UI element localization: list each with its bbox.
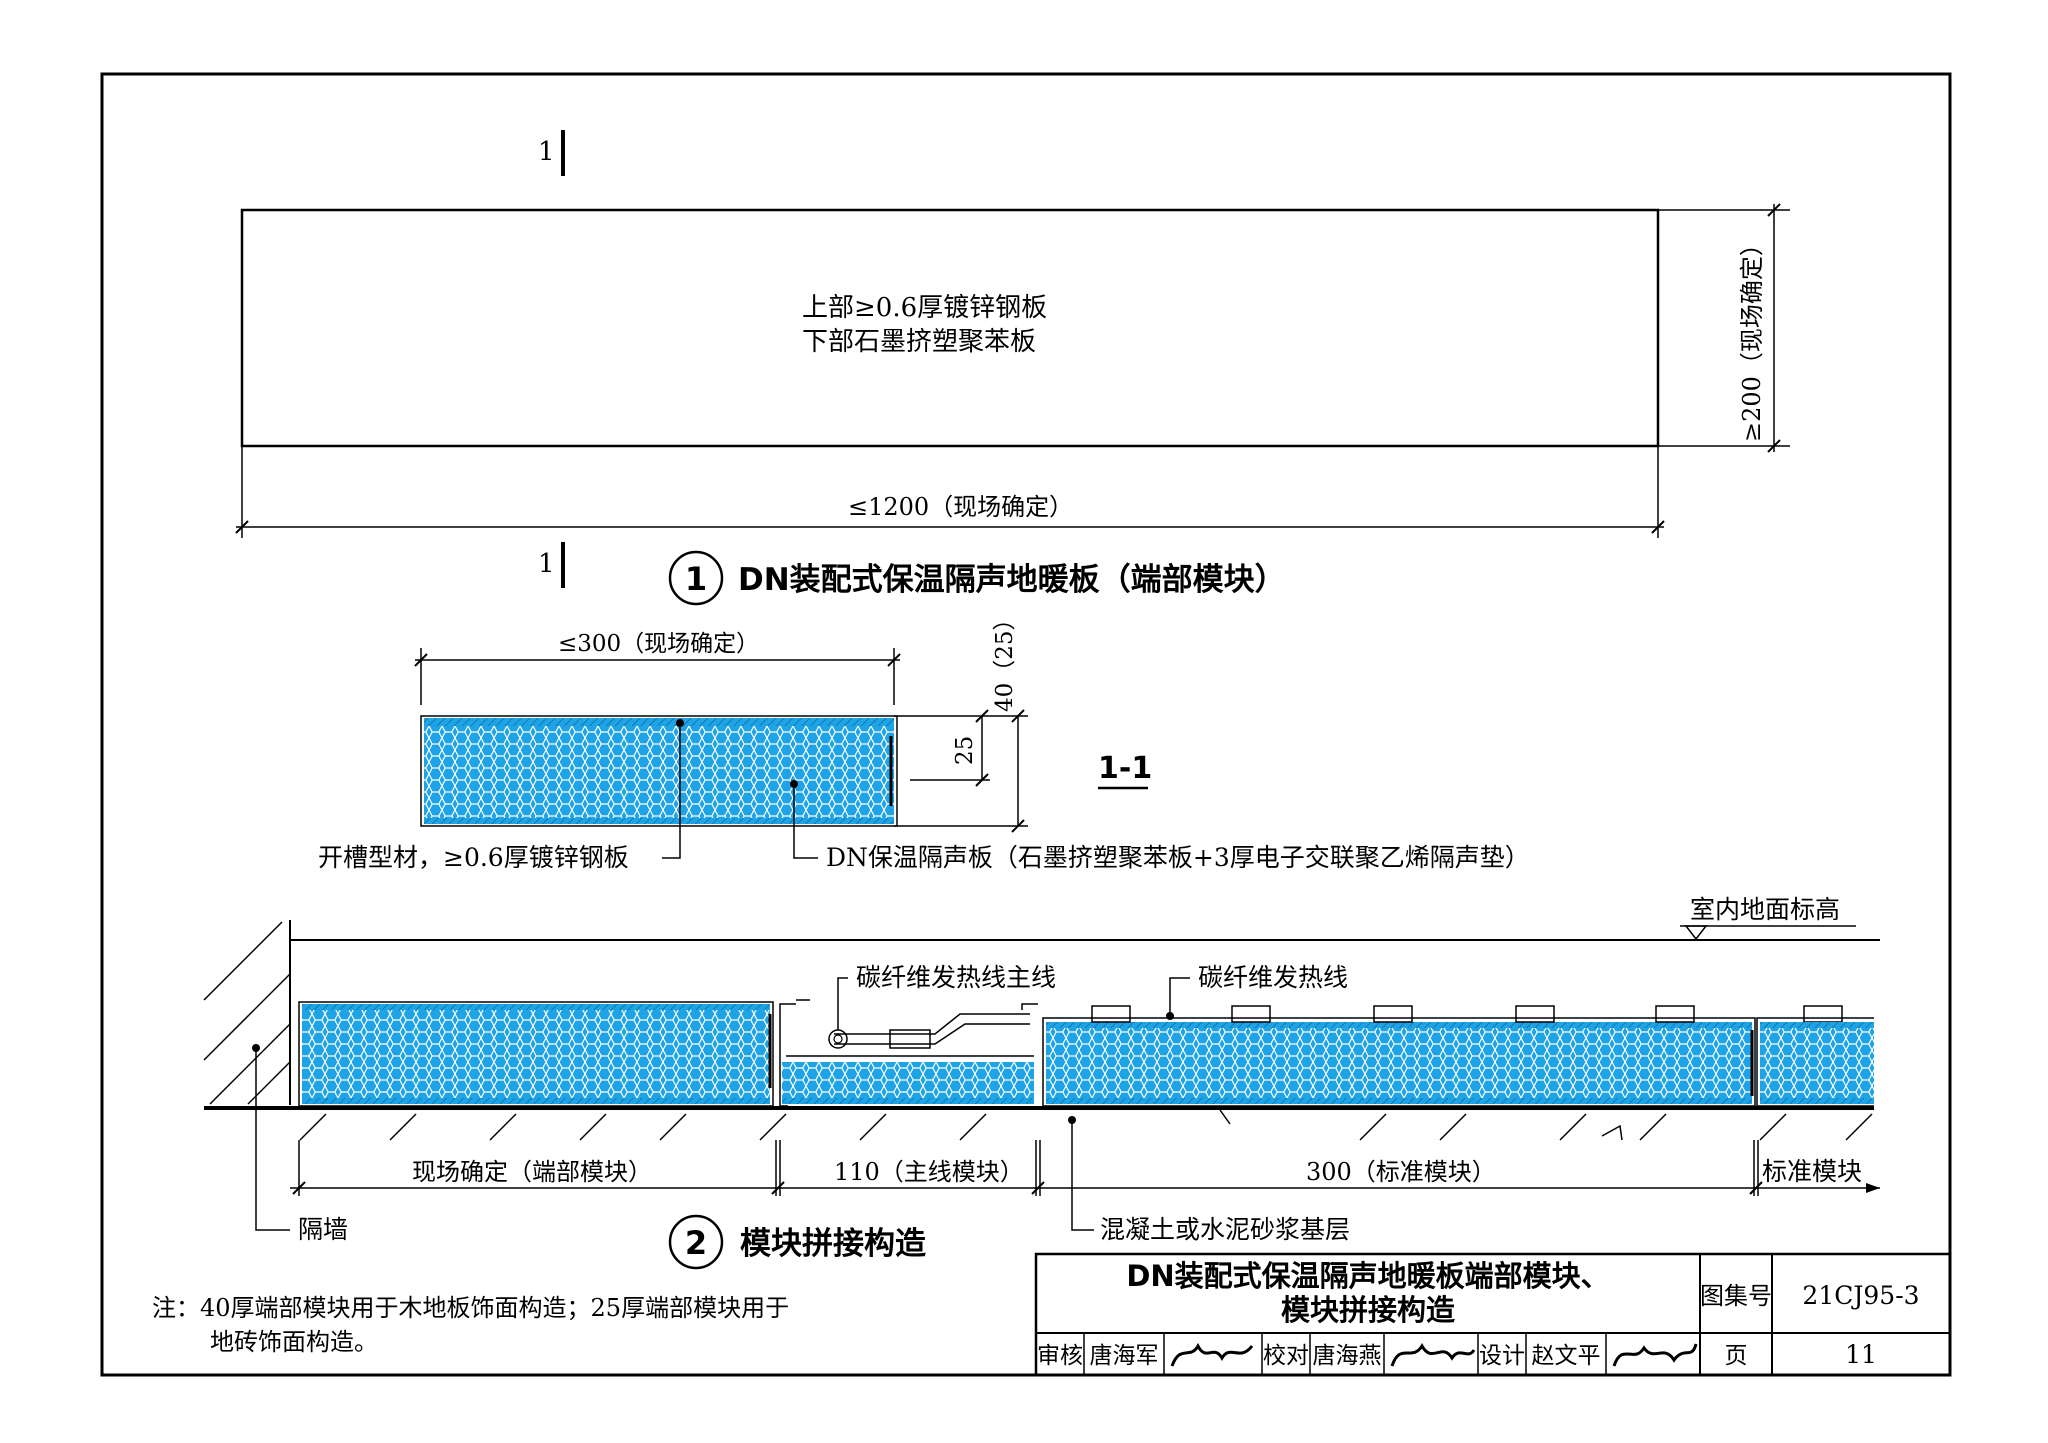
design-name: 赵文平	[1532, 1343, 1601, 1369]
dim-standard-module-2: 标准模块	[1762, 1157, 1862, 1186]
title-block-title-2: 模块拼接构造	[1281, 1293, 1455, 1327]
check-signature	[1390, 1343, 1476, 1367]
detail-title-2: 2 模块拼接构造	[668, 1214, 926, 1270]
title-block: DN装配式保温隔声地暖板端部模块、 模块拼接构造 图集号 21CJ95-3 审核…	[1034, 1252, 1952, 1377]
panel-width-text: ≤1200（现场确定）	[848, 493, 1073, 521]
base-layer-label: 混凝土或水泥砂浆基层	[1100, 1215, 1350, 1244]
module-dimension-chain: 现场确定（端部模块） 110（主线模块） 300（标准模块） 标准模块	[290, 1140, 1880, 1196]
svg-text:2: 2	[685, 1224, 707, 1262]
section-width-text: ≤300（现场确定）	[558, 631, 759, 657]
page-number: 11	[1845, 1340, 1877, 1369]
svg-text:1: 1	[685, 560, 707, 598]
section-label: 1-1	[1098, 751, 1152, 790]
page-label: 页	[1725, 1343, 1748, 1369]
detail-title-1: 1 DN装配式保温隔声地暖板（端部模块）	[668, 550, 1286, 606]
note-line-2: 地砖饰面构造。	[210, 1328, 378, 1356]
review-name: 唐海军	[1090, 1343, 1159, 1369]
svg-text:1: 1	[538, 137, 555, 167]
heating-wire-channels: 碳纤维发热线	[1091, 963, 1843, 1023]
svg-text:模块拼接构造: 模块拼接构造	[740, 1226, 926, 1262]
check-label: 校对	[1263, 1343, 1309, 1369]
callout-board: DN保温隔声板（石墨挤塑聚苯板+3厚电子交联聚乙烯隔声垫）	[790, 780, 1530, 872]
sheet-border	[100, 72, 1952, 1377]
dim-main-module: 110（主线模块）	[834, 1158, 1024, 1186]
svg-text:1-1: 1-1	[1098, 751, 1152, 786]
panel-bottom-layer-label: 下部石墨挤塑聚苯板	[802, 327, 1036, 357]
section-1-1-drawing	[420, 715, 898, 827]
standard-module-1	[1042, 1017, 1756, 1107]
floor-level-label: 室内地面标高	[1690, 895, 1840, 924]
svg-text:DN装配式保温隔声地暖板（端部模块）: DN装配式保温隔声地暖板（端部模块）	[738, 562, 1286, 598]
svg-text:1: 1	[538, 549, 555, 579]
section-thickness-dimensions: 25 40（25）	[894, 607, 1028, 833]
wall-label: 隔墙	[298, 1215, 348, 1244]
design-signature	[1612, 1343, 1698, 1367]
review-signature	[1170, 1342, 1254, 1367]
atlas-number: 21CJ95-3	[1802, 1281, 1919, 1310]
panel-height-text: ≥200（现场确定）	[1738, 232, 1766, 442]
check-name: 唐海燕	[1313, 1343, 1382, 1369]
atlas-label: 图集号	[1700, 1282, 1772, 1310]
main-line-module: 碳纤维发热线主线	[779, 963, 1056, 1107]
svg-text:DN保温隔声板（石墨挤塑聚苯板+3厚电子交联聚乙烯隔声垫）: DN保温隔声板（石墨挤塑聚苯板+3厚电子交联聚乙烯隔声垫）	[826, 843, 1530, 872]
end-module	[298, 1001, 774, 1107]
panel-height-dimension: ≥200（现场确定）	[1658, 203, 1790, 453]
floor-level-mark: 室内地面标高	[290, 895, 1880, 941]
note-line-1: 注：40厚端部模块用于木地板饰面构造；25厚端部模块用于	[152, 1294, 789, 1322]
design-label: 设计	[1479, 1343, 1525, 1369]
dim-40-text: 40（25）	[992, 607, 1018, 712]
callout-channel: 开槽型材，≥0.6厚镀锌钢板	[318, 719, 684, 872]
partition-wall: 隔墙	[203, 920, 348, 1244]
panel-top-layer-label: 上部≥0.6厚镀锌钢板	[802, 293, 1047, 323]
dim-25-text: 25	[952, 736, 978, 765]
end-module-plan	[240, 208, 1660, 448]
dim-end-module: 现场确定（端部模块）	[412, 1158, 652, 1186]
panel-width-dimension: ≤1200（现场确定）	[235, 446, 1665, 538]
standard-module-2	[1756, 1017, 1874, 1107]
section-width-dimension: ≤300（现场确定）	[414, 631, 901, 705]
main-wire-label: 碳纤维发热线主线	[856, 963, 1056, 992]
svg-text:开槽型材，≥0.6厚镀锌钢板: 开槽型材，≥0.6厚镀锌钢板	[318, 843, 629, 872]
title-block-title-1: DN装配式保温隔声地暖板端部模块、	[1126, 1259, 1609, 1293]
review-label: 审核	[1037, 1343, 1083, 1369]
section-mark-bottom: 1	[538, 542, 565, 588]
section-mark-top: 1	[538, 130, 565, 176]
base-layer: 混凝土或水泥砂浆基层	[204, 1106, 1874, 1244]
heat-wire-label: 碳纤维发热线	[1198, 963, 1348, 992]
dim-standard-module: 300（标准模块）	[1306, 1158, 1496, 1186]
